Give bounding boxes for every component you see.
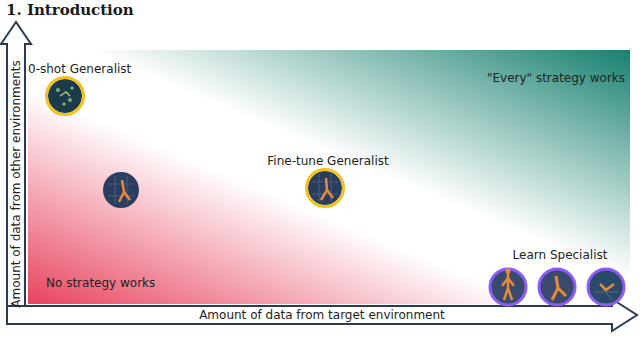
region-label: "Every" strategy works [487,71,625,85]
thumbnail-circle: Fine-tune Generalist [305,168,345,208]
y-axis-arrow [1,22,31,324]
section-heading: 1. Introduction [6,1,134,19]
thumbnail-circle: 0-shot Generalist [45,76,85,116]
thumbnail-specialists [490,269,624,306]
strategy-region [28,50,630,304]
x-axis-arrow [7,299,637,331]
thumbnail-0shot [48,79,82,113]
region-label: Learn Specialist [513,248,608,262]
axis-label: Amount of data from target environment [199,308,445,322]
node-heading: Fine-tune Generalist [267,154,388,168]
thumbnail-finetune [308,171,342,205]
thumbnail-mid [103,172,139,208]
region-label: No strategy works [46,276,155,290]
axis-label: Amount of data from other environments [9,60,23,307]
node-heading: 0-shot Generalist [28,62,131,76]
